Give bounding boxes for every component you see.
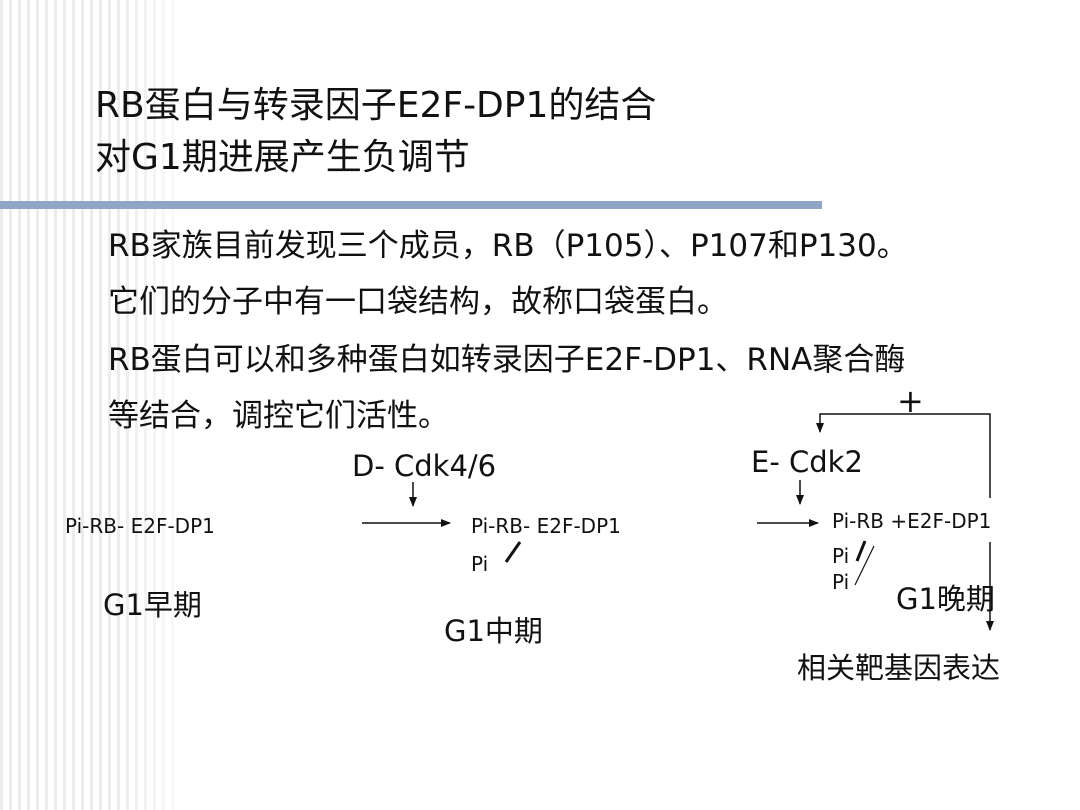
bond-late-pi-1 xyxy=(855,540,867,562)
title-line-2: 对G1期进展产生负调节 xyxy=(95,137,470,178)
body-paragraph-2: 它们的分子中有一口袋结构，故称口袋蛋白。 xyxy=(108,284,728,320)
bond-mid-pi xyxy=(504,541,522,563)
enzyme-e-cdk2: E- Cdk2 xyxy=(751,445,863,479)
title-line-1: RB蛋白与转录因子E2F-DP1的结合 xyxy=(95,85,657,126)
complex-late-pi-1: Pi xyxy=(832,544,850,568)
complex-mid: Pi-RB- E2F-DP1 xyxy=(471,514,621,538)
body-paragraph-4: 等结合，调控它们活性。 xyxy=(108,398,449,434)
arrow-feedback xyxy=(816,413,991,498)
title-divider xyxy=(0,201,822,209)
slide-title: RB蛋白与转录因子E2F-DP1的结合 对G1期进展产生负调节 xyxy=(95,80,656,184)
body-paragraph-3: RB蛋白可以和多种蛋白如转录因子E2F-DP1、RNA聚合酶 xyxy=(108,342,906,378)
complex-mid-pi: Pi xyxy=(471,552,489,576)
complex-late: Pi-RB +E2F-DP1 xyxy=(832,509,992,533)
outcome-target-genes: 相关靶基因表达 xyxy=(797,651,1001,685)
stage-g1-mid: G1中期 xyxy=(444,614,543,648)
stage-g1-late: G1晚期 xyxy=(896,582,995,616)
body-paragraph-1: RB家族目前发现三个成员，RB（P105）、P107和P130。 xyxy=(108,228,908,264)
enzyme-d-cdk46: D- Cdk4/6 xyxy=(352,449,497,483)
complex-early: Pi-RB- E2F-DP1 xyxy=(65,514,215,538)
stage-g1-early: G1早期 xyxy=(103,588,202,622)
plus-sign: + xyxy=(897,382,924,420)
bond-late-pi-2 xyxy=(854,545,875,586)
complex-late-pi-2: Pi xyxy=(832,570,850,594)
